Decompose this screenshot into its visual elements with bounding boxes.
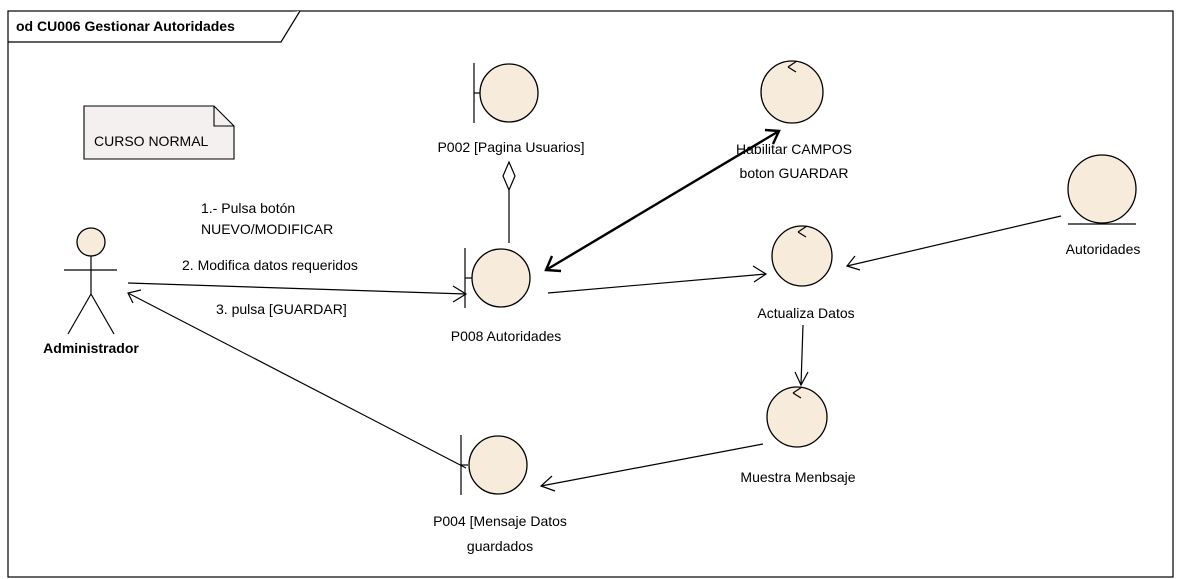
boundary-p004-label-line2: guardados (467, 538, 533, 554)
connectors (127, 128, 1062, 492)
message-1-line2: NUEVO/MODIFICAR (201, 221, 333, 237)
entity-autoridades[interactable]: Autoridades (1066, 154, 1141, 257)
boundary-p008[interactable]: P008 Autoridades (451, 248, 562, 344)
control-muestra-menbsaje[interactable]: Muestra Menbsaje (740, 386, 856, 485)
control-actualiza-label: Actualiza Datos (757, 305, 854, 321)
boundary-p002[interactable]: P002 [Pagina Usuarios] (437, 63, 585, 155)
frame-title: od CU006 Gestionar Autoridades (16, 18, 235, 34)
control-habilitar-line1: Habilitar CAMPOS (736, 141, 852, 157)
actor-name: Administrador (43, 340, 139, 356)
aggregation-diamond (502, 160, 516, 192)
link-p004-actor (127, 292, 467, 469)
message-2: 2. Modifica datos requeridos (182, 257, 358, 273)
arrowhead-p008-bold (544, 255, 562, 273)
arrowhead-habilitar (764, 128, 781, 145)
arrowhead-muestra (794, 371, 809, 387)
link-p008-habilitar (545, 129, 780, 272)
control-habilitar-line2: boton GUARDAR (740, 165, 849, 181)
arrowhead-actor (127, 289, 142, 304)
message-labels: 1.- Pulsa botón NUEVO/MODIFICAR 2. Modif… (182, 200, 358, 317)
control-muestra-label: Muestra Menbsaje (740, 469, 855, 485)
note[interactable]: CURSO NORMAL (83, 105, 235, 160)
message-3: 3. pulsa [GUARDAR] (216, 301, 347, 317)
control-habilitar[interactable]: Habilitar CAMPOS boton GUARDAR (736, 60, 852, 181)
link-actor-p008 (127, 282, 467, 295)
diagram-frame: od CU006 Gestionar Autoridades (7, 10, 1174, 578)
entity-autoridades-label: Autoridades (1066, 241, 1141, 257)
arrowhead-actualiza (752, 265, 768, 283)
arrowhead-p004 (539, 475, 556, 492)
actor-administrador[interactable]: Administrador (43, 227, 139, 356)
boundary-p004[interactable]: P004 [Mensaje Datos guardados (433, 435, 567, 554)
link-actualiza-muestra (800, 324, 804, 386)
boundary-p008-label: P008 Autoridades (451, 328, 562, 344)
link-muestra-p004 (540, 443, 764, 487)
note-text: CURSO NORMAL (94, 133, 209, 149)
control-actualiza-datos[interactable]: Actualiza Datos (757, 225, 855, 321)
message-1-line1: 1.- Pulsa botón (201, 200, 295, 216)
boundary-p004-label-line1: P004 [Mensaje Datos (433, 513, 567, 529)
link-entity-actualiza (846, 215, 1062, 267)
boundary-p002-label: P002 [Pagina Usuarios] (437, 139, 584, 155)
arrowhead-p008 (452, 285, 468, 303)
link-p008-actualiza (547, 273, 767, 294)
arrowhead-actualiza-2 (845, 255, 861, 271)
